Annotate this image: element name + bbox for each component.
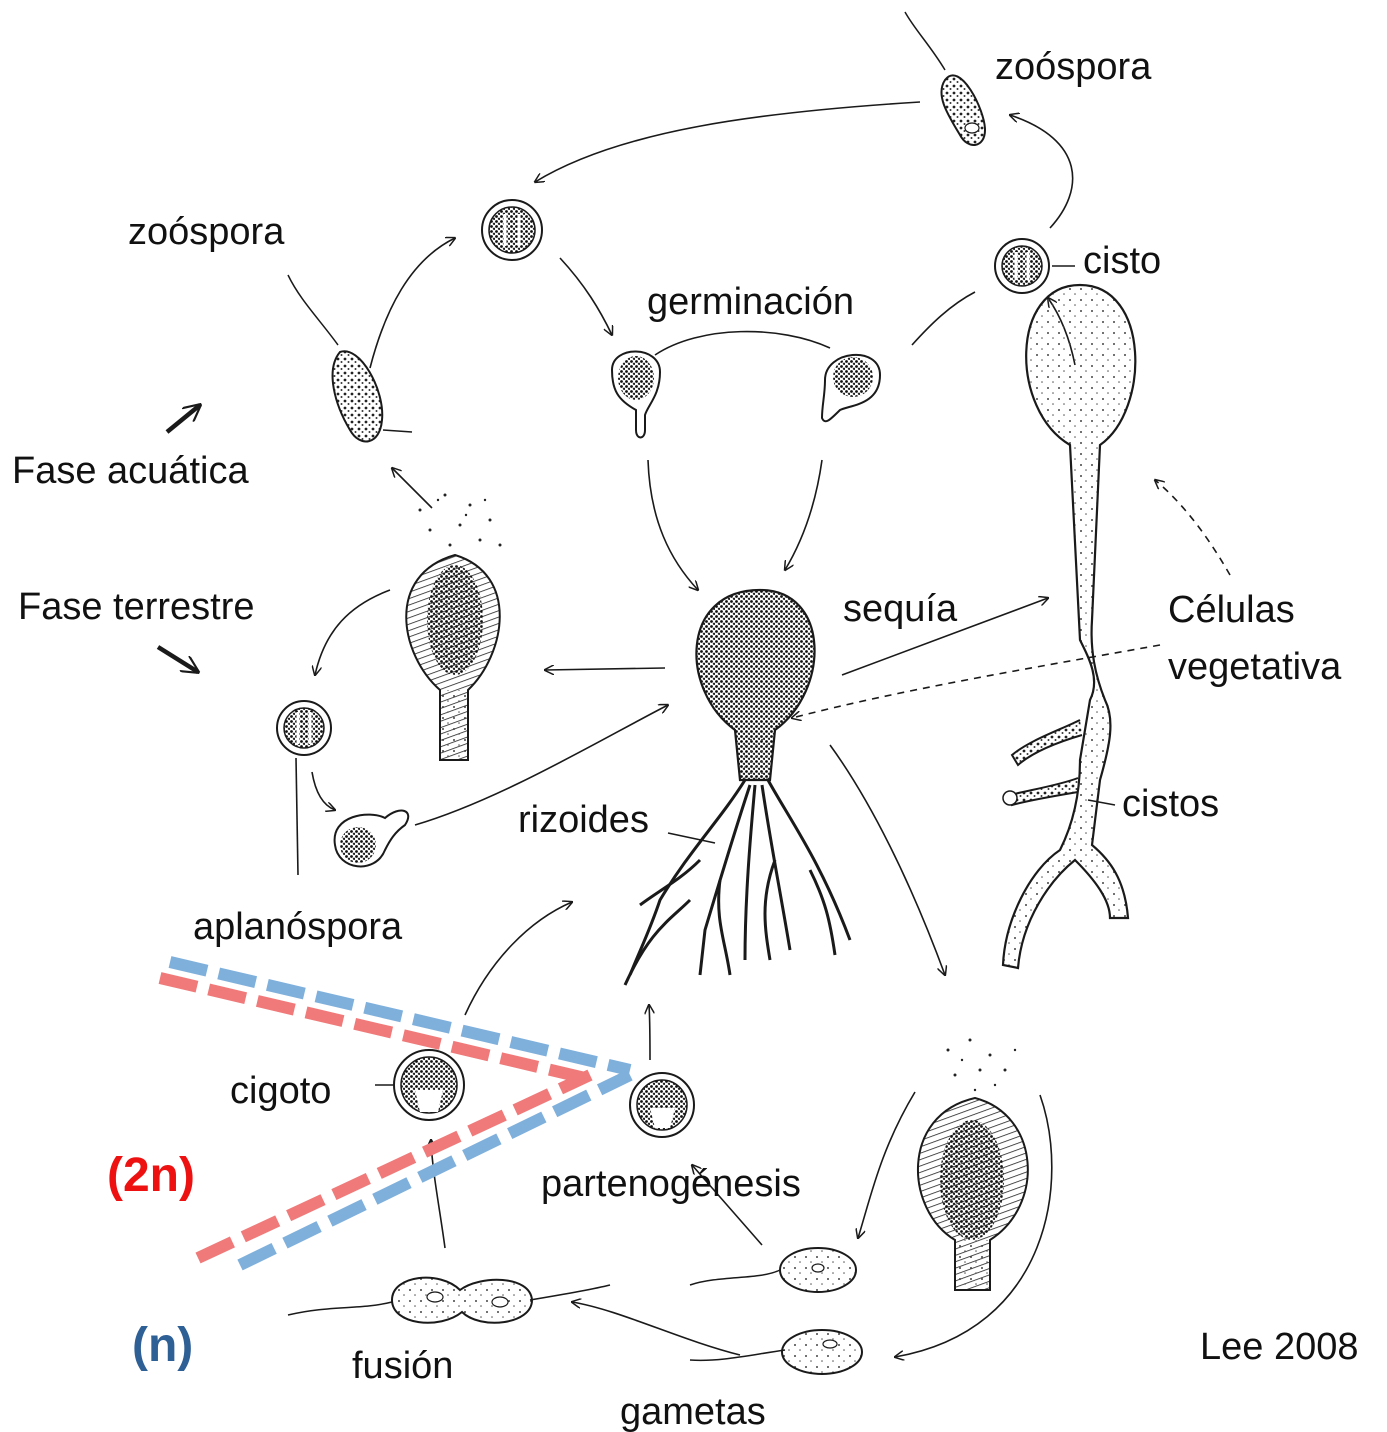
arrow-fusion-to-zygote (431, 1140, 445, 1248)
sporangium-left (406, 494, 501, 761)
arrow-thallus-to-gametangium (830, 745, 945, 975)
haploid-line-upper (170, 962, 630, 1070)
arrow-sporangium-to-zoospora (392, 468, 432, 508)
label-vegetativa: vegetativa (1168, 648, 1341, 686)
label-sequia: sequía (843, 590, 957, 628)
aquatic-phase-arrow (167, 405, 200, 432)
label-aplanospora: aplanóspora (193, 908, 402, 946)
vegetative-cells-pointer (1155, 480, 1230, 575)
label-fase-acuatica: Fase acuática (12, 452, 249, 490)
germinating-spore-left (612, 351, 660, 437)
arrow-zoospora-left-to-spore (370, 238, 455, 368)
aplanospore (277, 701, 331, 755)
gametangium (918, 1039, 1028, 1291)
diploid-line-upper (160, 978, 585, 1078)
parthenospore (630, 1073, 694, 1137)
label-zoospora-top: zoóspora (995, 48, 1151, 86)
arrow-zoospora-top-to-spore (535, 102, 920, 182)
gamete-upper (690, 1248, 856, 1292)
zoospore-top (905, 12, 985, 145)
arrow-sporangium-to-aplanospore (315, 590, 390, 675)
terrestrial-phase-arrow (158, 647, 198, 672)
arrow-germ-left-to-thallus (648, 460, 698, 590)
label-cistos: cistos (1122, 785, 1219, 823)
spore-top-center (482, 200, 542, 260)
arrow-parthenospore-to-thallus (649, 1005, 650, 1060)
zoospore-left (288, 275, 412, 441)
aplanospore-stalk (296, 758, 298, 875)
label-fusion: fusión (352, 1347, 453, 1385)
germination-bracket-right (912, 292, 975, 345)
label-rizoides: rizoides (518, 801, 649, 839)
germination-bracket-left (655, 332, 830, 355)
germinating-aplanospore (335, 811, 409, 867)
label-gametas: gametas (620, 1393, 766, 1431)
rhizoid-pointer (668, 833, 715, 843)
arrow-germ-right-to-thallus (785, 460, 822, 570)
cyst-top-right (995, 239, 1049, 293)
label-zoospora-left: zoóspora (128, 213, 284, 251)
label-fase-terrestre: Fase terrestre (18, 588, 255, 626)
arrow-zygote-to-thallus (465, 902, 572, 1015)
label-celulas: Células (1168, 591, 1295, 629)
thallus-central (625, 590, 850, 985)
arrow-gametangium-to-gamete-top (858, 1092, 915, 1238)
label-cisto: cisto (1083, 242, 1161, 280)
arrow-aplanospore-to-germ (312, 772, 335, 810)
fusing-gametes (288, 1278, 610, 1323)
ploidy-2n-label: (2n) (107, 1152, 195, 1200)
gamete-lower (690, 1330, 862, 1374)
arrow-gametes-to-fusion (572, 1302, 740, 1355)
vegetative-cell-drought (1003, 285, 1135, 968)
arrow-cyst-to-zoospora (1010, 115, 1073, 228)
ploidy-n-label: (n) (132, 1322, 193, 1370)
zygote (394, 1050, 464, 1120)
arrow-thallus-to-sporangium (545, 668, 665, 670)
label-germinacion: germinación (647, 283, 854, 321)
germinating-spore-right (822, 355, 880, 421)
credit-text: Lee 2008 (1200, 1328, 1359, 1366)
label-cigoto: cigoto (230, 1072, 331, 1110)
label-partenogenesis: partenogénesis (541, 1165, 801, 1203)
arrow-spore-to-germ-left (560, 258, 612, 335)
